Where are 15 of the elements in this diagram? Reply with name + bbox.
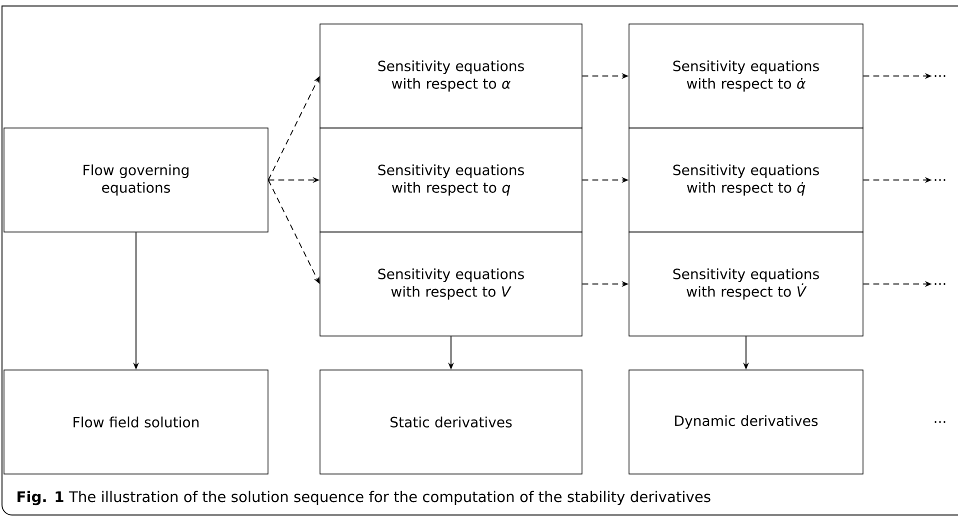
process-box: Sensitivity equations with respect to q [320, 128, 582, 232]
process-box: Flow field solution [4, 370, 268, 474]
process-box: Static derivatives [320, 370, 582, 474]
process-box: Sensitivity equations with respect to q̇ [628, 128, 864, 232]
ellipsis-text: ... [934, 421, 946, 423]
ellipsis-text: ... [934, 75, 946, 77]
process-box: Flow governing equations [4, 128, 268, 232]
process-box: Sensitivity equations with respect to V̇ [628, 232, 864, 336]
process-box: Sensitivity equations with respect to V [320, 232, 582, 336]
process-box: Sensitivity equations with respect to α̇ [628, 24, 864, 128]
ellipsis-text: ... [934, 179, 946, 181]
ellipsis-text: ... [934, 283, 946, 285]
caption: Fig. 1 The illustration of the solution sequence for the computation of the stability derivatives [18, 490, 710, 506]
process-box: Dynamic derivatives [628, 370, 864, 474]
process-box: Sensitivity equations with respect to α [320, 24, 582, 128]
